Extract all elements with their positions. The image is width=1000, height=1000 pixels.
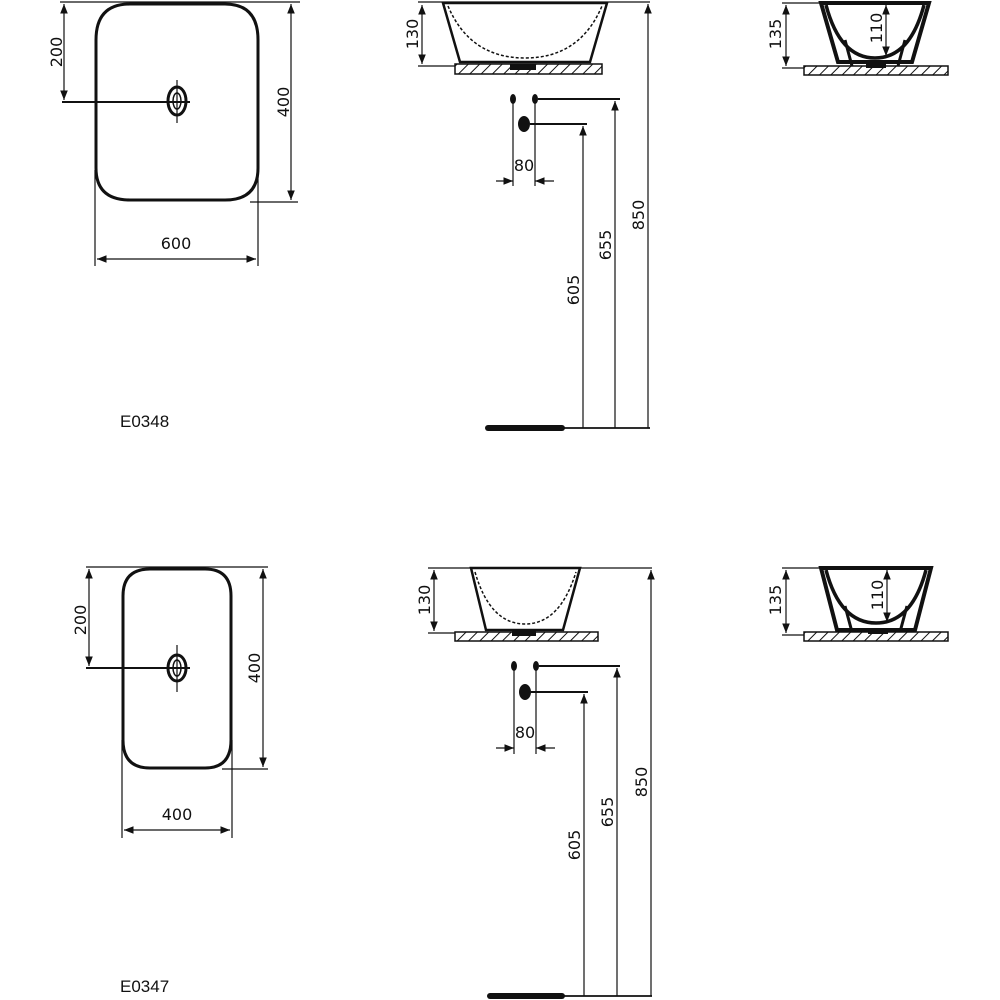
outer-height-label: 135: [766, 585, 785, 616]
installation-heights: 80 605 655 850: [485, 4, 652, 431]
model-code: E0348: [120, 412, 169, 431]
depth-label: 400: [245, 653, 264, 684]
depth-label: 400: [274, 87, 293, 118]
waste-height-label: 605: [564, 275, 583, 306]
basin-outline: [121, 567, 233, 770]
waste-height-label: 605: [565, 830, 584, 861]
top-height-label: 850: [629, 200, 648, 231]
top-height-label: 850: [632, 767, 651, 798]
side-view: 135 110: [766, 1, 949, 76]
height-label: 130: [403, 19, 422, 50]
supply-height-label: 655: [598, 797, 617, 828]
plan-view: 200 400 400: [71, 566, 268, 838]
supply-height-label: 655: [596, 230, 615, 261]
pipe-spacing-label: 80: [515, 723, 535, 742]
inner-depth-label: 110: [867, 13, 886, 44]
plan-view: 200 400 600: [47, 1, 300, 266]
inner-depth-label: 110: [868, 580, 887, 611]
width-label: 400: [162, 805, 193, 824]
waste-offset-label: 200: [71, 605, 90, 636]
basin-outline: [94, 2, 260, 202]
height-label: 130: [415, 585, 434, 616]
drawing-e0348: 200 400 600 E0348 130: [47, 1, 949, 431]
pipe-spacing-label: 80: [514, 156, 534, 175]
side-view: 135 110: [766, 566, 949, 642]
front-view: 130: [403, 1, 650, 75]
width-label: 600: [161, 234, 192, 253]
waste-offset-label: 200: [47, 37, 66, 68]
outer-height-label: 135: [766, 19, 785, 50]
drawing-e0347: 200 400 400 E0347 130: [71, 566, 949, 999]
installation-heights: 80 605 655 850: [487, 570, 655, 999]
front-view: 130: [415, 566, 652, 642]
model-code: E0347: [120, 977, 169, 996]
